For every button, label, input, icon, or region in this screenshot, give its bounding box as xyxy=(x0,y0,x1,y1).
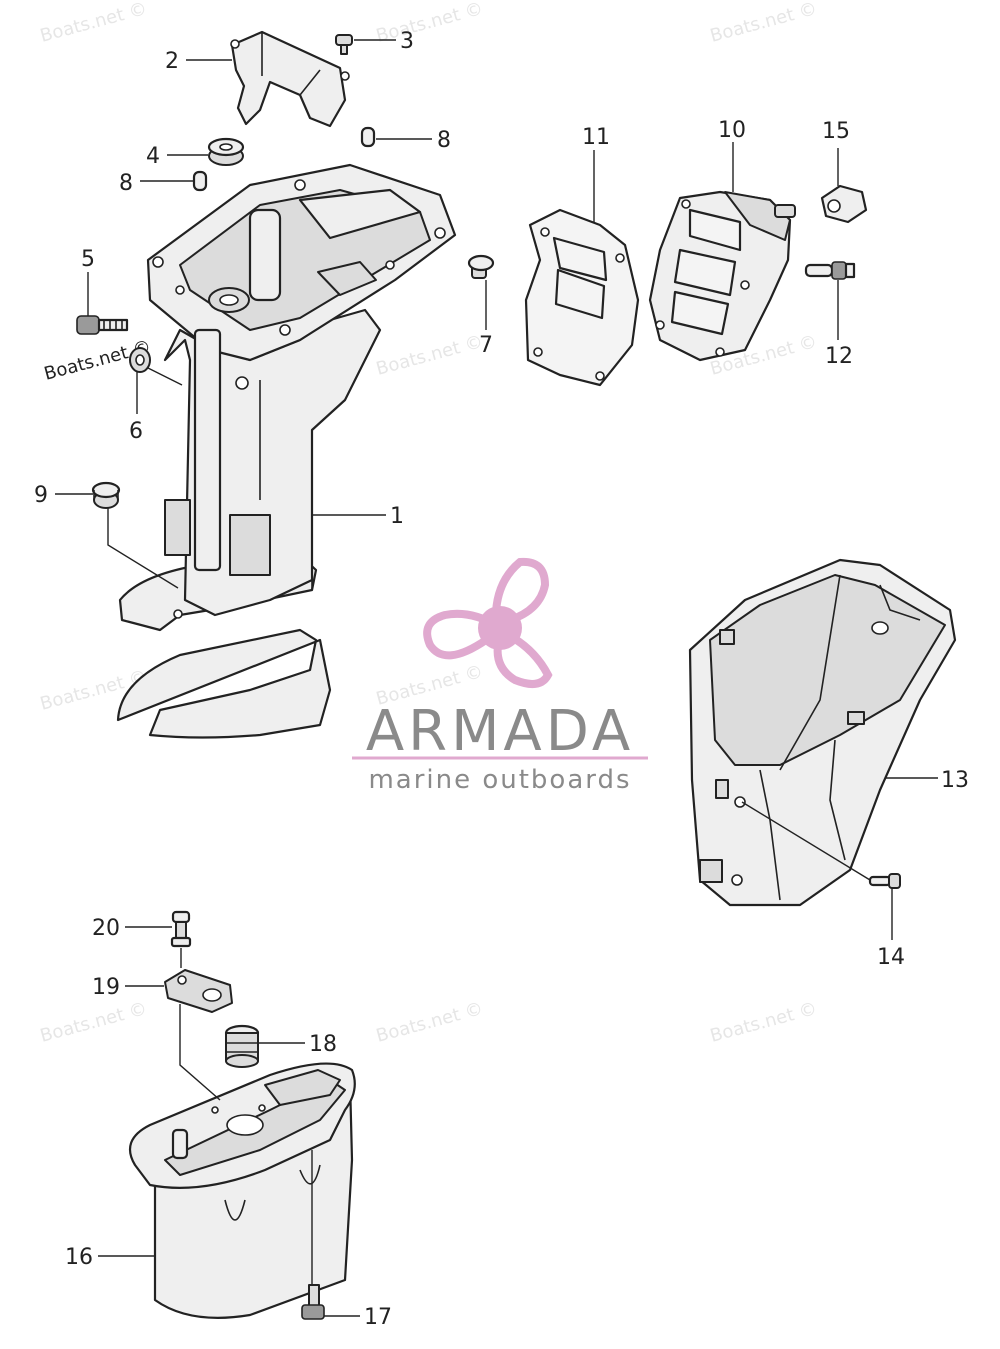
watermark: Boats.net © xyxy=(38,0,150,47)
callout-19: 19 xyxy=(92,975,120,1000)
part-4-bushing xyxy=(207,137,245,166)
part-5-bolt xyxy=(76,315,129,335)
callout-10: 10 xyxy=(718,118,746,143)
callout-7: 7 xyxy=(479,333,493,358)
callout-9: 9 xyxy=(34,483,48,508)
callout-15: 15 xyxy=(822,119,850,144)
watermark: Boats.net © xyxy=(38,998,150,1047)
callouts: 1 2 3 4 5 6 7 8 8 9 10 11 12 13 14 15 16… xyxy=(34,29,969,1330)
part-8-dowel-pins xyxy=(192,126,376,192)
callout-12: 12 xyxy=(825,344,853,369)
callout-4: 4 xyxy=(146,144,160,169)
part-12-fitting xyxy=(804,261,856,280)
part-2-bracket xyxy=(230,30,350,128)
part-19-plate xyxy=(164,969,233,1013)
callout-1: 1 xyxy=(390,504,404,529)
callout-18: 18 xyxy=(309,1032,337,1057)
callout-16: 16 xyxy=(65,1245,93,1270)
watermark: Boats.net © xyxy=(708,0,820,47)
callout-8b: 8 xyxy=(119,171,133,196)
part-7-plug xyxy=(467,254,495,279)
armada-logo: ARMADA marine outboards xyxy=(352,557,648,795)
logo-name: ARMADA xyxy=(366,699,634,764)
part-20-bolt xyxy=(170,910,192,948)
callout-17: 17 xyxy=(364,1305,392,1330)
part-13-cover xyxy=(688,558,957,907)
callout-13: 13 xyxy=(941,768,969,793)
part-6-washer xyxy=(129,347,151,373)
part-10-manifold xyxy=(648,190,796,362)
part-9-plug xyxy=(91,481,121,509)
callout-5: 5 xyxy=(81,247,95,272)
leader-lines xyxy=(55,39,938,1317)
callout-20: 20 xyxy=(92,916,120,941)
part-17-bolt xyxy=(301,1284,325,1320)
watermark: Boats.net © xyxy=(708,998,820,1047)
watermark: Boats.net © xyxy=(374,998,486,1047)
callout-2: 2 xyxy=(165,49,179,74)
part-18-grommet xyxy=(224,1024,260,1068)
propeller-icon xyxy=(423,557,553,688)
part-16-case xyxy=(128,1062,356,1319)
callout-3: 3 xyxy=(400,29,414,54)
callout-11: 11 xyxy=(582,125,610,150)
part-3-screw xyxy=(335,34,353,55)
callout-8a: 8 xyxy=(437,128,451,153)
callout-14: 14 xyxy=(877,945,905,970)
part-14-screw xyxy=(868,873,901,889)
watermark: Boats.net © xyxy=(374,331,486,380)
logo-tagline: marine outboards xyxy=(368,765,631,795)
part-1-housing xyxy=(116,163,457,739)
callout-6: 6 xyxy=(129,419,143,444)
part-11-gasket xyxy=(524,208,640,387)
part-15-nut xyxy=(820,184,868,224)
